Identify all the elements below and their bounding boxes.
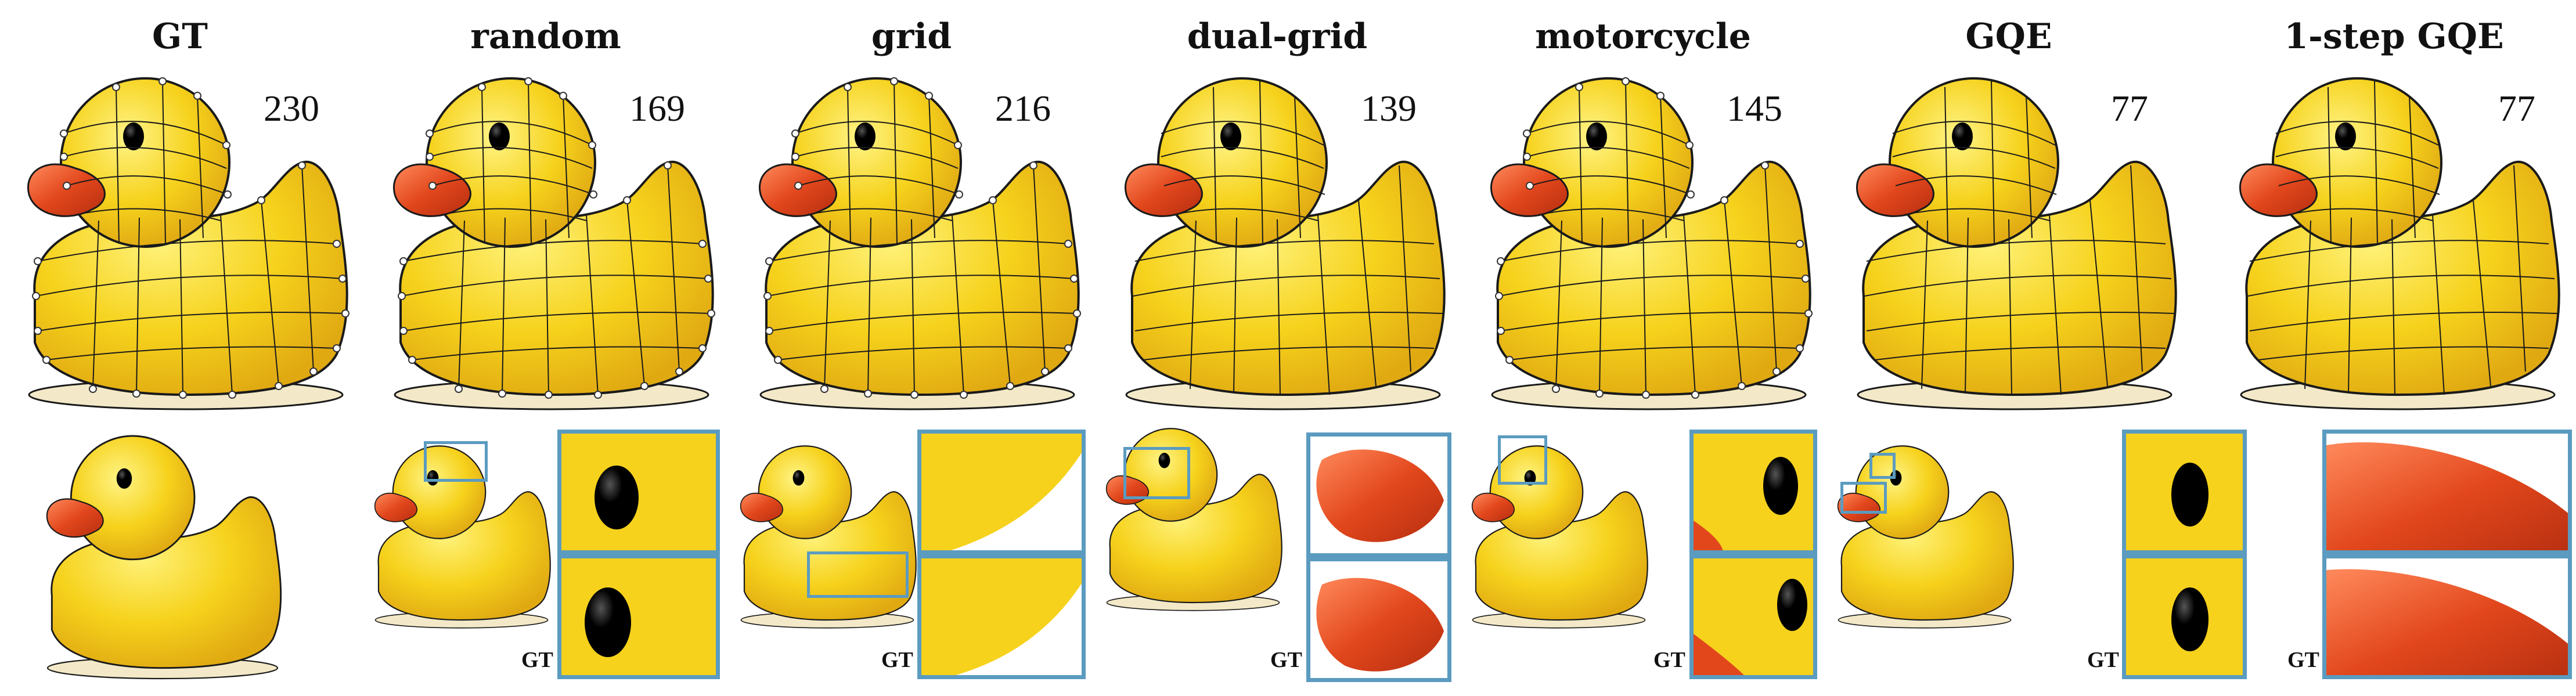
column-title: 1-step GQE: [2284, 16, 2504, 57]
zoom-inset: [557, 430, 720, 554]
raster-duck-image: [1837, 445, 2014, 629]
column-gqe: GQE 77 GT: [1829, 0, 2189, 696]
zoom-selection-box: [424, 441, 488, 482]
gt-label: GT: [2287, 648, 2319, 672]
patch-count: 230: [264, 88, 319, 129]
patch-count: 77: [2111, 88, 2148, 129]
gt-label: GT: [881, 648, 913, 672]
mesh-duck-image: [1124, 77, 1446, 410]
zoom-beak-image: [1316, 578, 1444, 672]
zoom-eye-image: [2171, 463, 2208, 526]
column-1-step-gqe: 1-step GQE 77 GT: [2212, 0, 2576, 696]
gt-label: GT: [2087, 648, 2119, 672]
zoom-inset-gt: [917, 554, 1086, 679]
zoom-inset-gt: [557, 554, 720, 679]
zoom-beak-image: [1316, 449, 1444, 542]
gt-label: GT: [521, 648, 553, 672]
gt-label: GT: [1653, 648, 1685, 672]
zoom-body-edge-image: [950, 452, 1082, 550]
zoom-eye-image: [1694, 457, 1798, 550]
column-grid: grid 216 GT: [732, 0, 1091, 696]
column-title: grid: [871, 16, 952, 57]
gt-label: GT: [1270, 648, 1302, 672]
zoom-inset: [2122, 430, 2247, 554]
column-title: motorcycle: [1535, 16, 1751, 57]
zoom-eye-image: [595, 466, 639, 529]
zoom-inset: [1689, 430, 1817, 554]
zoom-inset: [917, 430, 1086, 554]
zoom-inset: [2322, 430, 2572, 554]
zoom-eye-image: [585, 587, 631, 657]
raster-duck-image: [1471, 445, 1648, 629]
zoom-selection-box: [807, 551, 909, 598]
column-gt: GT 230: [0, 0, 360, 696]
zoom-selection-box: [1498, 435, 1547, 485]
column-title: GQE: [1965, 16, 2052, 57]
patch-count: 139: [1361, 88, 1417, 129]
mesh-duck-image: [392, 77, 715, 410]
zoom-inset-gt: [1306, 557, 1451, 682]
zoom-beak-image: [2326, 442, 2568, 550]
column-motorcycle: motorcycle 145 GT: [1463, 0, 1823, 696]
mesh-duck-image: [1490, 77, 1813, 410]
zoom-inset-gt: [2322, 554, 2572, 679]
mesh-duck-image: [1856, 77, 2177, 410]
zoom-beak-image: [2326, 569, 2568, 675]
zoom-inset: [1306, 432, 1451, 557]
zoom-body-edge-image: [956, 583, 1082, 675]
column-random: random 169 GT: [366, 0, 726, 696]
zoom-inset-gt: [1689, 554, 1817, 679]
column-title: random: [470, 16, 621, 57]
column-title: GT: [152, 16, 208, 57]
zoom-inset-gt: [2122, 554, 2247, 679]
zoom-selection-box: [1869, 453, 1896, 479]
mesh-duck-image: [758, 77, 1081, 410]
mesh-duck-image: [27, 77, 350, 410]
raster-duck-image: [46, 435, 282, 680]
zoom-eye-image: [2171, 587, 2208, 651]
mesh-duck-image: [2239, 77, 2560, 410]
raster-duck-image: [740, 445, 917, 629]
patch-count: 216: [995, 88, 1051, 129]
patch-count: 145: [1727, 88, 1782, 129]
zoom-eye-image: [1694, 579, 1807, 675]
zoom-selection-box: [1840, 482, 1887, 514]
column-title: dual-grid: [1187, 16, 1368, 57]
patch-count: 77: [2498, 88, 2535, 129]
column-dual-grid: dual-grid 139 GT: [1097, 0, 1457, 696]
zoom-selection-box: [1123, 447, 1190, 499]
patch-count: 169: [629, 88, 685, 129]
